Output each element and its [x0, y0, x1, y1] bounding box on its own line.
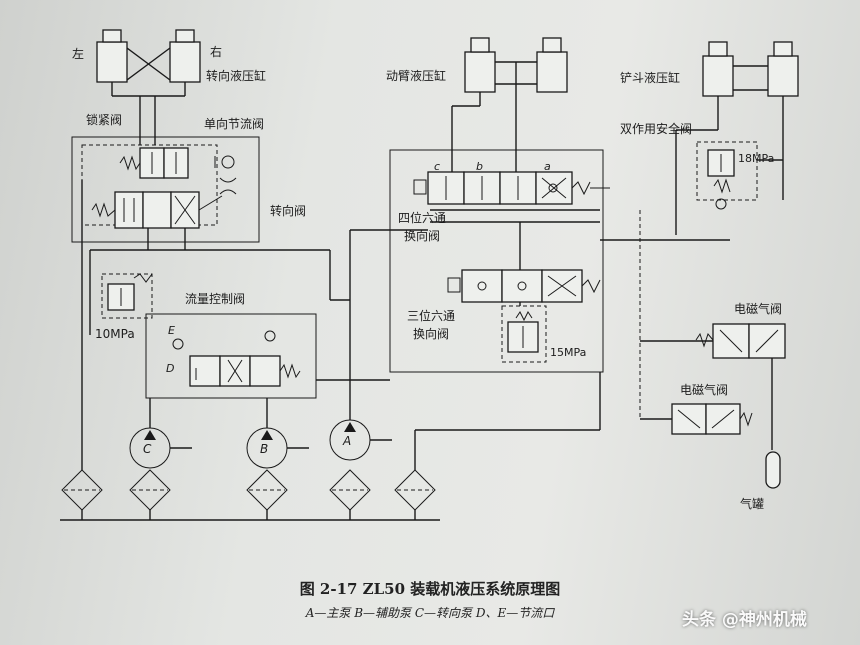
- label-air-tank: 气罐: [740, 496, 764, 511]
- distribution-valve-block: [389, 149, 730, 373]
- steering-cylinders: [96, 29, 201, 145]
- label-10mpa: 10MPa: [95, 327, 135, 341]
- label-one-way-throttle: 单向节流阀: [204, 116, 264, 131]
- label-throttle-d: D: [166, 362, 174, 375]
- label-lock-valve: 锁紧阀: [86, 112, 122, 127]
- label-bucket-cylinder: 铲斗液压缸: [620, 70, 680, 85]
- label-18mpa: 18MPa: [738, 152, 774, 165]
- label-steering-cylinder: 转向液压缸: [206, 68, 266, 83]
- relief-valve-10mpa: [89, 249, 330, 335]
- filters-and-tank: [60, 180, 600, 521]
- label-port-c: c: [434, 160, 440, 173]
- label-15mpa: 15MPa: [550, 346, 586, 359]
- label-right: 右: [210, 44, 222, 59]
- double-safety-valve: [696, 141, 783, 210]
- label-double-safety: 双作用安全阀: [620, 121, 692, 136]
- figure-title: 图 2-17 ZL50 装载机液压系统原理图: [299, 580, 561, 598]
- label-three-pos-1: 三位六通: [407, 308, 455, 323]
- label-solenoid-2: 电磁气阀: [680, 382, 728, 397]
- label-flow-control: 流量控制阀: [185, 292, 245, 306]
- hydraulic-schematic: 左 右 转向液压缸 锁紧阀 单向节流阀 转向阀 10MPa: [60, 29, 799, 521]
- figure-legend: A—主泵 B—辅助泵 C—转向泵 D、E—节流口: [305, 606, 555, 620]
- boom-cylinders: [451, 37, 568, 172]
- label-pump-a: A: [342, 434, 351, 448]
- bucket-cylinders: [675, 41, 799, 235]
- label-throttle-e: E: [168, 324, 175, 337]
- label-pump-c: C: [143, 442, 152, 456]
- label-port-b: b: [476, 160, 483, 173]
- label-solenoid-1: 电磁气阀: [734, 301, 782, 316]
- label-left: 左: [72, 46, 84, 61]
- pumps: [129, 300, 392, 469]
- label-steering-valve: 转向阀: [270, 203, 306, 218]
- watermark: 头条 @神州机械: [682, 610, 807, 630]
- label-port-a: a: [544, 160, 551, 173]
- solenoid-air-valves: [640, 323, 786, 489]
- steering-valve-group: [71, 136, 260, 250]
- label-three-pos-2: 换向阀: [413, 326, 449, 341]
- label-boom-cylinder: 动臂液压缸: [386, 68, 446, 83]
- label-pump-b: B: [260, 442, 268, 456]
- flow-control-valve: [145, 313, 317, 399]
- label-four-pos-2: 换向阀: [404, 228, 440, 243]
- main-lines: [316, 210, 641, 430]
- label-four-pos-1: 四位六通: [398, 210, 446, 225]
